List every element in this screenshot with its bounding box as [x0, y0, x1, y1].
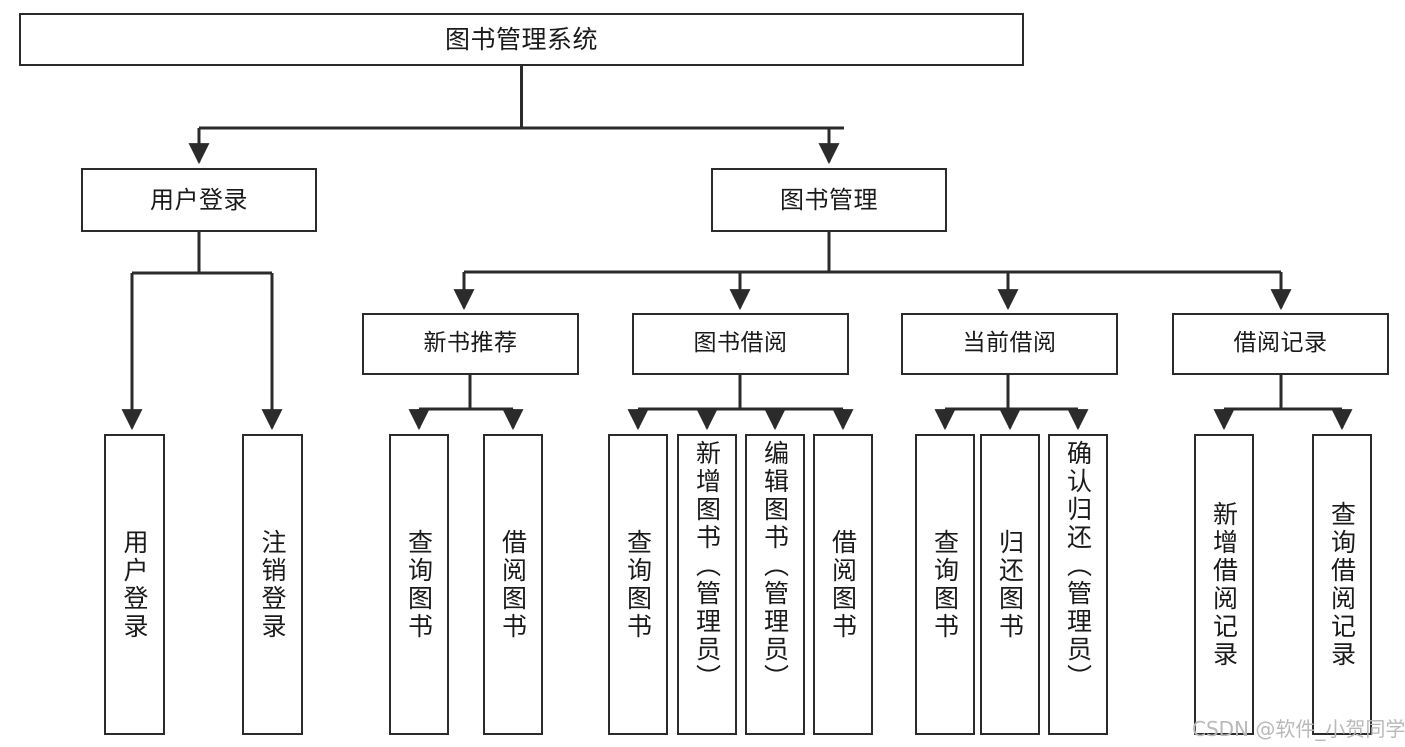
node-leaf-logout-label: 注销登录: [258, 528, 287, 641]
node-leaf-return-book[interactable]: 归还图书: [980, 434, 1040, 735]
node-leaf-add-record[interactable]: 新增借阅记录: [1194, 434, 1254, 735]
node-book-management-label: 图书管理: [780, 185, 878, 214]
node-leaf-borrow-book-1[interactable]: 借阅图书: [483, 434, 543, 735]
node-root[interactable]: 图书管理系统: [19, 13, 1024, 66]
node-current-borrow[interactable]: 当前借阅: [901, 313, 1118, 375]
node-user-login[interactable]: 用户登录: [81, 168, 317, 232]
node-leaf-add-book-label: 新增图书（管理员）: [692, 440, 722, 692]
node-leaf-return-book-label: 归还图书: [995, 528, 1025, 641]
node-leaf-add-record-label: 新增借阅记录: [1209, 500, 1239, 669]
node-leaf-query-book-1[interactable]: 查询图书: [389, 434, 449, 735]
node-leaf-logout[interactable]: 注销登录: [242, 434, 303, 735]
node-current-borrow-label: 当前借阅: [962, 330, 1057, 357]
node-leaf-edit-book-label: 编辑图书（管理员）: [760, 440, 790, 692]
node-book-management[interactable]: 图书管理: [711, 168, 947, 232]
node-leaf-query-book-2-label: 查询图书: [623, 528, 653, 641]
node-user-login-label: 用户登录: [150, 185, 248, 214]
node-borrow-record[interactable]: 借阅记录: [1172, 313, 1389, 375]
node-leaf-borrow-book-2[interactable]: 借阅图书: [813, 434, 873, 735]
node-leaf-query-record-label: 查询借阅记录: [1327, 500, 1357, 669]
node-leaf-user-login[interactable]: 用户登录: [104, 434, 165, 735]
node-leaf-query-record[interactable]: 查询借阅记录: [1312, 434, 1372, 735]
node-new-book-recommend[interactable]: 新书推荐: [362, 313, 579, 375]
node-leaf-edit-book[interactable]: 编辑图书（管理员）: [745, 434, 805, 735]
node-book-borrow[interactable]: 图书借阅: [632, 313, 849, 375]
node-leaf-confirm-return[interactable]: 确认归还（管理员）: [1048, 434, 1108, 735]
node-leaf-user-login-label: 用户登录: [120, 528, 149, 641]
node-leaf-add-book[interactable]: 新增图书（管理员）: [677, 434, 737, 735]
node-book-borrow-label: 图书借阅: [693, 330, 788, 357]
node-new-book-recommend-label: 新书推荐: [423, 330, 518, 357]
node-leaf-borrow-book-1-label: 借阅图书: [498, 528, 528, 641]
node-leaf-query-book-3[interactable]: 查询图书: [915, 434, 975, 735]
watermark: CSDN @软件_小贺同学: [1192, 717, 1405, 741]
node-leaf-confirm-return-label: 确认归还（管理员）: [1063, 440, 1093, 692]
node-root-label: 图书管理系统: [444, 24, 598, 54]
node-leaf-borrow-book-2-label: 借阅图书: [828, 528, 858, 641]
node-leaf-query-book-3-label: 查询图书: [930, 528, 960, 641]
node-borrow-record-label: 借阅记录: [1233, 330, 1328, 357]
node-leaf-query-book-1-label: 查询图书: [404, 528, 434, 641]
node-leaf-query-book-2[interactable]: 查询图书: [608, 434, 668, 735]
